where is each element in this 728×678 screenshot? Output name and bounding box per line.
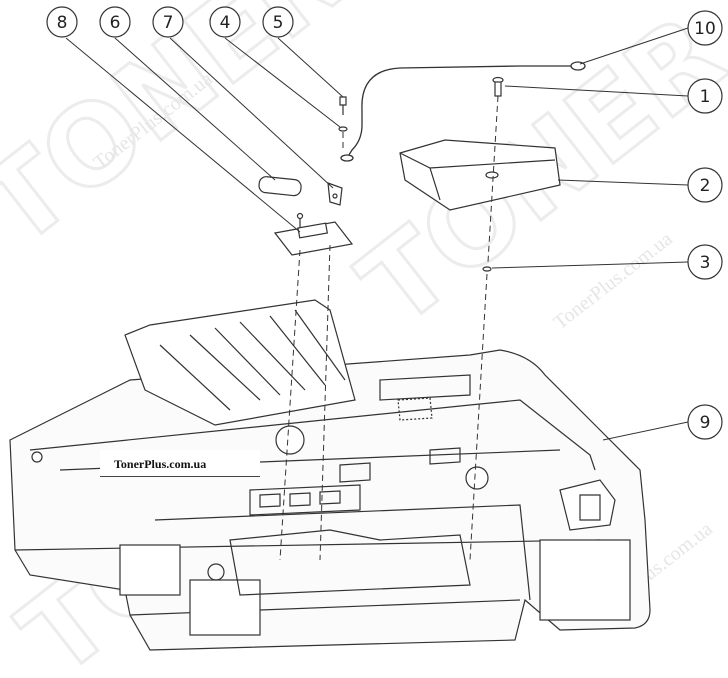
- part-7-clip: [327, 182, 343, 206]
- callout-label-5: 5: [273, 13, 284, 33]
- callout-8: 8: [46, 6, 78, 38]
- callout-2: 2: [687, 167, 723, 203]
- leader-lines: [65, 27, 689, 441]
- part-8-circuit-board: [273, 212, 354, 256]
- callout-7: 7: [152, 6, 184, 38]
- callout-1: 1: [687, 78, 723, 114]
- part-6-pad: [258, 176, 302, 197]
- callout-3: 3: [687, 244, 723, 280]
- callout-label-3: 3: [700, 253, 711, 273]
- callouts: 8 6 7 4 5 10 1 2: [46, 6, 723, 440]
- callout-label-2: 2: [700, 176, 711, 196]
- callout-4: 4: [209, 6, 241, 38]
- callout-label-7: 7: [163, 13, 174, 33]
- callout-label-6: 6: [110, 13, 121, 33]
- callout-label-1: 1: [700, 87, 711, 107]
- paper-guide-fins: [124, 299, 356, 426]
- site-caption: TonerPlus.com.ua: [100, 450, 260, 477]
- callout-10: 10: [687, 10, 723, 46]
- callout-5: 5: [262, 6, 294, 38]
- parts-4-5-fasteners: [338, 96, 348, 132]
- part-2-cover: [399, 139, 561, 211]
- callout-6: 6: [99, 6, 131, 38]
- callout-label-9: 9: [700, 413, 711, 433]
- callout-label-4: 4: [220, 13, 231, 33]
- part-3-washer: [482, 266, 492, 272]
- callout-label-10: 10: [694, 19, 716, 39]
- part-1-screw: [492, 76, 504, 97]
- assembly-guides: [279, 95, 499, 561]
- site-caption-text: TonerPlus.com.ua: [114, 457, 207, 471]
- watermark-site-2: TonerPlus.com.ua: [550, 228, 677, 334]
- callout-9: 9: [687, 404, 723, 440]
- callout-label-8: 8: [57, 13, 68, 33]
